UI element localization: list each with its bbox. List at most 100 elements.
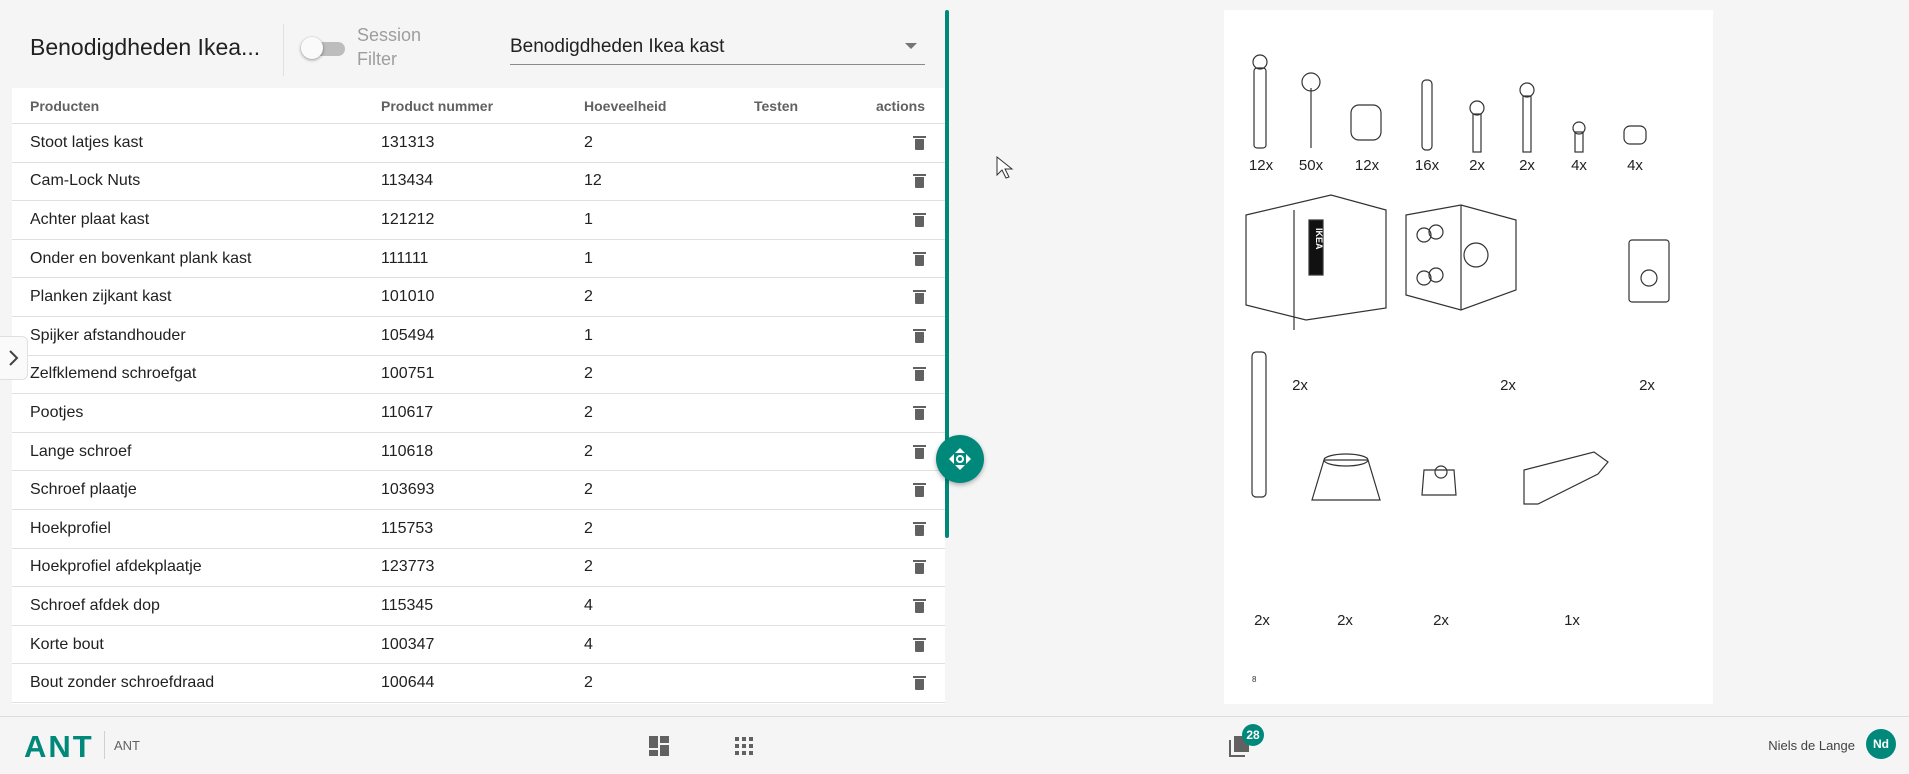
divider [283, 24, 284, 76]
trash-icon [913, 521, 926, 536]
product-name: Schroef plaatje [30, 481, 137, 499]
part-quantity-label: 50x [1299, 157, 1324, 174]
delete-button[interactable] [913, 471, 926, 509]
delete-button[interactable] [913, 356, 926, 394]
products-table: Producten Product nummer Hoeveelheid Tes… [12, 88, 945, 704]
splitter-handle[interactable] [936, 435, 984, 483]
app-logo[interactable]: ANT [24, 729, 94, 764]
product-name: Planken zijkant kast [30, 288, 172, 306]
part-quantity-label: 16x [1415, 157, 1440, 174]
part-quantity-label: 2x [1337, 612, 1353, 629]
product-name: Zelfklemend schroefgat [30, 365, 197, 383]
product-quantity: 1 [584, 326, 593, 344]
trash-icon [913, 212, 926, 227]
session-filter-label: Session Filter [357, 25, 422, 69]
splitter-bar[interactable] [945, 10, 949, 538]
trash-icon [913, 560, 926, 575]
product-name: Korte bout [30, 635, 104, 653]
part-quantity-label: 2x [1433, 612, 1449, 629]
product-quantity: 1 [584, 249, 593, 267]
apps-grid-icon[interactable] [734, 736, 754, 756]
delete-button[interactable] [913, 201, 926, 239]
part-quantity-label: 4x [1571, 157, 1587, 174]
product-number: 100347 [381, 635, 435, 653]
dashboard-icon[interactable] [648, 735, 670, 757]
trash-icon [913, 483, 926, 498]
product-quantity: 2 [584, 442, 593, 460]
product-name: Hoekprofiel afdekplaatje [30, 558, 202, 576]
column-header-actions: actions [875, 97, 925, 114]
product-quantity: 2 [584, 403, 593, 421]
delete-button[interactable] [913, 394, 926, 432]
app-name: ANT [114, 738, 140, 753]
delete-button[interactable] [913, 626, 926, 664]
expand-sidebar-button[interactable] [0, 336, 28, 380]
part-quantity-label: 12x [1355, 157, 1380, 174]
user-name[interactable]: Niels de Lange [1768, 738, 1855, 753]
table-row[interactable]: Zelfklemend schroefgat 100751 2 [12, 356, 945, 395]
part-quantity-label: 2x [1500, 377, 1516, 394]
delete-button[interactable] [913, 664, 926, 702]
product-number: 115753 [381, 519, 434, 537]
footer-bar: ANT ANT 28 Niels de Lange Nd [0, 716, 1909, 774]
trash-icon [913, 328, 926, 343]
delete-button[interactable] [913, 163, 926, 201]
product-quantity: 12 [584, 172, 602, 190]
avatar[interactable]: Nd [1866, 729, 1896, 759]
product-number: 131313 [381, 133, 435, 151]
delete-button[interactable] [913, 240, 926, 278]
column-header-tests[interactable]: Testen [754, 97, 799, 114]
session-filter-toggle[interactable] [301, 37, 347, 59]
trash-icon [913, 251, 926, 266]
delete-button[interactable] [913, 549, 926, 587]
trash-icon [913, 367, 926, 382]
product-number: 110617 [381, 403, 434, 421]
table-row[interactable]: Achter plaat kast 121212 1 [12, 201, 945, 240]
table-row[interactable]: Pootjes 110617 2 [12, 394, 945, 433]
product-number: 115345 [381, 596, 434, 614]
part-quantity-label: 2x [1254, 612, 1270, 629]
product-number: 100751 [381, 365, 435, 383]
product-name: Achter plaat kast [30, 210, 150, 228]
column-header-quantity[interactable]: Hoeveelheid [584, 97, 667, 114]
product-name: Onder en bovenkant plank kast [30, 249, 252, 267]
trash-icon [913, 135, 926, 150]
list-select[interactable]: Benodigdheden Ikea kast [510, 36, 925, 65]
part-quantity-label: 2x [1292, 377, 1308, 394]
product-name: Pootjes [30, 403, 84, 421]
delete-button[interactable] [913, 587, 926, 625]
product-quantity: 2 [584, 133, 593, 151]
part-quantity-label: 2x [1639, 377, 1655, 394]
column-header-number[interactable]: Product nummer [381, 97, 494, 114]
product-number: 105494 [381, 326, 435, 344]
column-header-products[interactable]: Producten [30, 97, 100, 114]
trash-icon [913, 290, 926, 305]
delete-button[interactable] [913, 317, 926, 355]
product-quantity: 2 [584, 365, 593, 383]
product-number: 121212 [381, 210, 435, 228]
product-quantity: 2 [584, 558, 593, 576]
delete-button[interactable] [913, 510, 926, 548]
delete-button[interactable] [913, 433, 926, 471]
part-quantity-label: 2x [1469, 157, 1485, 174]
product-quantity: 1 [584, 210, 593, 228]
delete-button[interactable] [913, 124, 926, 162]
trash-icon [913, 598, 926, 613]
trash-icon [913, 444, 926, 459]
product-name: Hoekprofiel [30, 519, 111, 537]
delete-button[interactable] [913, 278, 926, 316]
